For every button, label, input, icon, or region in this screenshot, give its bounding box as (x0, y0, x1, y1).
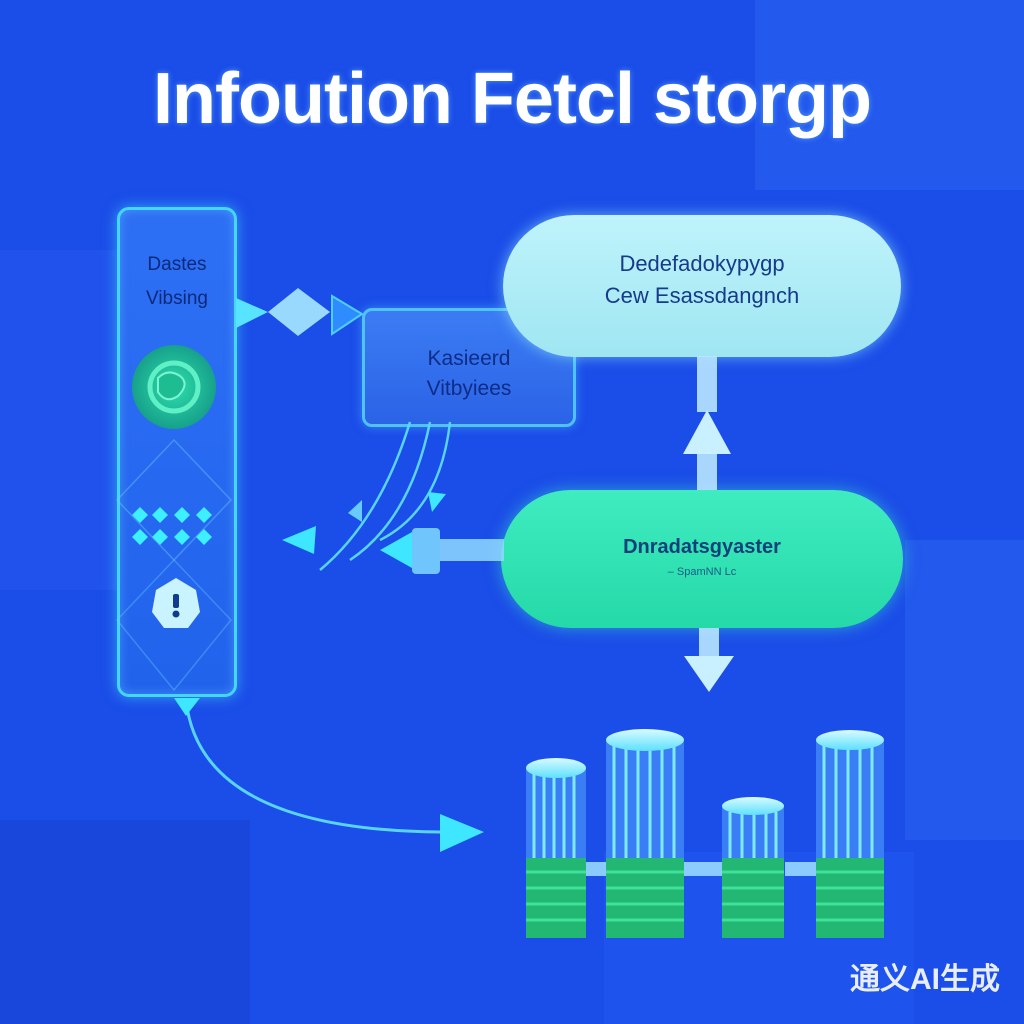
mid-box: Kasieerd Vitbyiees (362, 308, 576, 427)
watermark: 通义AI生成 (850, 963, 1000, 996)
storage-cylinder-1 (526, 758, 586, 938)
top-pill-line2: Cew Esassdangnch (604, 283, 800, 308)
panel-label-line1: Dastes (147, 254, 207, 275)
bottom-pill-title: Dnradatsgyaster (623, 536, 781, 558)
bg-block-left (0, 250, 120, 590)
arrow-head-left (282, 526, 316, 554)
bottom-pill-subtitle: – SpamNN Lc (667, 566, 737, 578)
curves-box-to-panel (319, 421, 452, 571)
bg-block-bottom-left (0, 820, 250, 1024)
storage-cylinder-4 (816, 730, 884, 938)
arrow-panel-to-box (236, 288, 364, 336)
bg-block-top-right (755, 0, 1024, 190)
bottom-pill: Dnradatsgyaster – SpamNN Lc (501, 490, 903, 628)
globe-icon (132, 345, 216, 429)
diamond-grid-icon (132, 507, 212, 545)
top-pill-line1: Dedefadokypygp (619, 251, 785, 276)
mid-box-line2: Vitbyiees (426, 377, 512, 400)
page-title: Infoution Fetcl storgp (153, 59, 872, 139)
top-pill: Dedefadokypygp Cew Esassdangnch (503, 215, 901, 357)
mid-box-line1: Kasieerd (427, 347, 511, 370)
left-panel: Dastes Vibsing (117, 207, 237, 697)
storage-connectors (585, 862, 817, 876)
panel-label-line2: Vibsing (146, 288, 208, 309)
arrow-up-between-pills (683, 356, 731, 490)
arrow-pill-to-left (380, 528, 504, 574)
arrow-panel-to-storage (174, 698, 484, 852)
arrow-down-to-storage (684, 628, 734, 692)
alert-icon (152, 578, 200, 628)
bg-block-right (905, 540, 1024, 840)
storage-cylinder-2 (606, 729, 684, 938)
storage-cylinder-3 (722, 797, 784, 938)
